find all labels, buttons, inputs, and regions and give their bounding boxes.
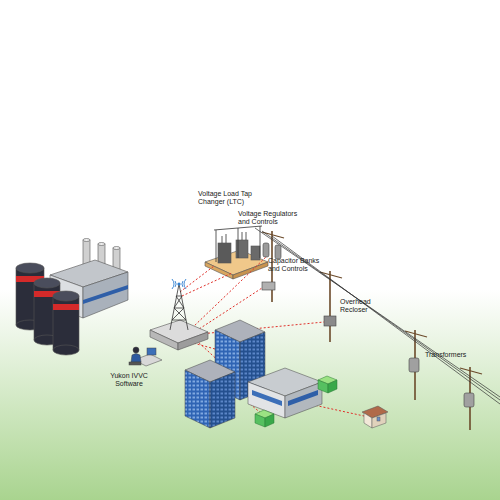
storage-cylinder (53, 296, 79, 350)
operator-head (133, 347, 139, 353)
signal-waves (172, 279, 186, 289)
power-plant (16, 239, 128, 356)
meter-box-side (255, 414, 265, 427)
transformer-tank (218, 243, 231, 263)
window-strip (288, 390, 318, 406)
building-wall (185, 370, 210, 428)
house-window (377, 417, 380, 421)
callout-label: Yukon IVVC Software (108, 372, 150, 388)
capacitor-bank (262, 282, 275, 290)
voltage-regulator (263, 243, 269, 257)
radio-tower (170, 284, 188, 330)
building-wall (285, 382, 322, 418)
voltage-regulator (275, 245, 281, 259)
cylinder-band (53, 304, 79, 310)
cylinder-top (34, 278, 60, 288)
control-center (150, 279, 208, 350)
house-wall (364, 413, 372, 428)
antenna (177, 282, 180, 285)
monitor (147, 348, 156, 355)
substation-pad-side (233, 262, 268, 279)
ltc-substation (205, 226, 268, 279)
callout-label: Voltage Regulators and Controls (238, 210, 304, 226)
bus-frame (214, 226, 262, 262)
transformer (409, 358, 419, 372)
window-strip (252, 390, 282, 406)
comm-link (192, 257, 266, 328)
meter-boxes (255, 376, 337, 427)
switchgear (251, 246, 260, 260)
comm-link (182, 273, 232, 296)
smokestack-top (98, 243, 105, 246)
building-wall (210, 372, 235, 428)
callout-label: Overhead Recloser (340, 298, 378, 314)
substation-pad-side (205, 262, 233, 279)
smokestack-top (83, 239, 90, 242)
utility-pole (329, 271, 331, 342)
callout-label: Voltage Load Tap Changer (LTC) (198, 190, 262, 206)
callout-label: Transformers (425, 351, 485, 359)
power-line (262, 231, 482, 430)
smokestack-top (113, 247, 120, 250)
house (362, 406, 388, 428)
house-wall (372, 413, 386, 428)
building-wall (248, 382, 285, 418)
platform-side (150, 330, 178, 350)
callout-label: Capacitor Banks and Controls (268, 257, 326, 273)
cylinder-top (16, 263, 44, 273)
chair (129, 362, 141, 365)
cylinder-top (53, 291, 79, 301)
operator-workstation (129, 347, 162, 366)
cylinder-base (53, 345, 79, 355)
overhead-recloser (324, 316, 336, 326)
transformer (464, 393, 474, 407)
meter-box-side (318, 380, 328, 393)
meter-box-side (328, 380, 337, 393)
meter-box-side (265, 414, 274, 427)
plant-wall (83, 272, 128, 318)
plant-window-band (83, 285, 128, 304)
crossarm (460, 368, 482, 374)
customer-buildings (185, 320, 322, 428)
operator-body (131, 354, 141, 363)
platform-side (178, 332, 208, 350)
